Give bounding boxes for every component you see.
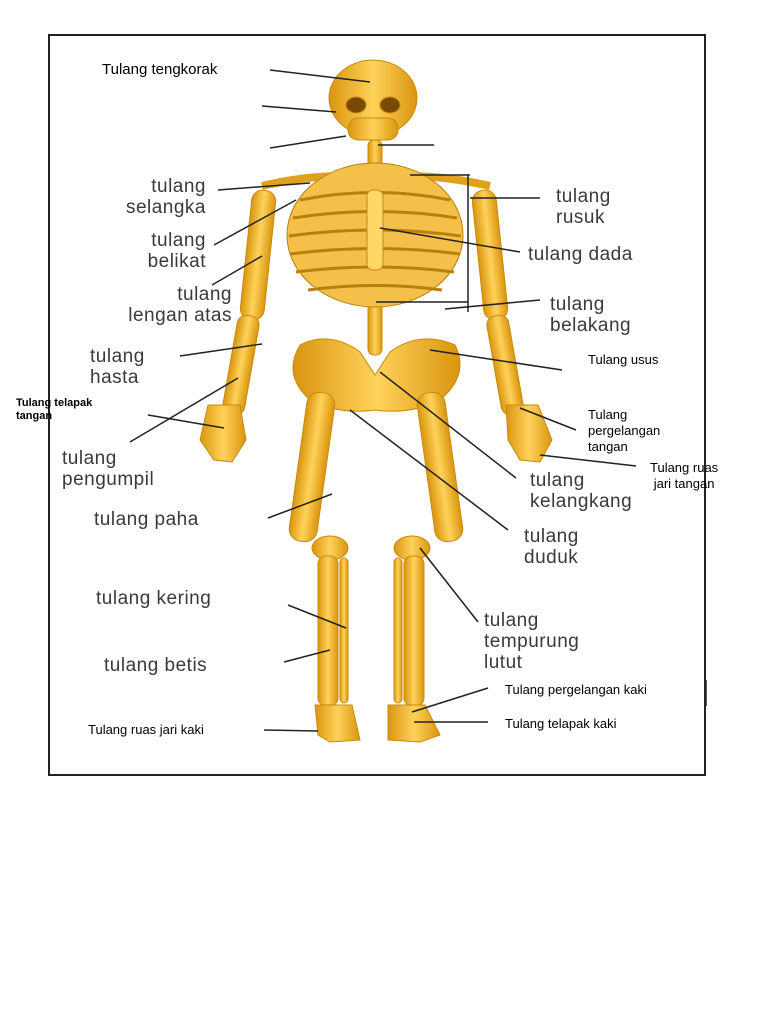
leader-lines [129,69,707,732]
label-pergelangan-kaki: Tulang pergelangan kaki [505,682,647,697]
label-pergelangan-tangan-line3: tangan [588,439,628,454]
label-kelangkang-line2: kelangkang [530,491,633,512]
label-pergelangan-tangan-line2: pergelangan [588,423,661,438]
label-pengumpil: tulang pengumpil [62,448,154,490]
label-lengan-atas: tulang lengan atas [64,284,232,326]
label-selangka-line1: tulang [151,176,206,197]
label-tempurung-lutut-line2: tempurung [484,631,580,652]
label-pengumpil-line2: pengumpil [62,469,155,490]
label-duduk: tulang duduk [524,526,579,568]
label-rusuk: tulang rusuk [556,186,611,228]
label-dada: tulang dada [528,244,633,265]
label-kelangkang-line1: tulang [530,470,585,491]
label-belakang-line2: belakang [550,315,632,336]
forearm-left [222,314,260,416]
hand-left [199,404,247,463]
fibula-right [393,557,403,704]
foot-right [387,704,441,743]
label-telapak-tangan-line2: tangan [16,410,53,422]
label-usus: Tulang usus [588,352,659,367]
label-belakang: tulang belakang [550,294,631,336]
label-tengkorak: Tulang tengkorak [102,61,218,78]
label-ruas-jari-tangan-line2: jari tangan [653,476,715,491]
femur-left [288,391,336,543]
jaw [347,117,399,141]
label-kelangkang: tulang kelangkang [530,470,632,512]
humerus-left [239,189,277,321]
label-paha: tulang paha [94,509,199,530]
label-ruas-jari-tangan-line1: Tulang ruas [650,460,719,475]
label-ruas-jari-kaki: Tulang ruas jari kaki [88,722,204,737]
humerus-right [471,189,509,321]
tibia-left [317,555,339,707]
fibula-left [339,557,349,704]
label-tempurung-lutut-line1: tulang [484,610,539,631]
label-rusuk-line1: tulang [556,186,611,207]
label-hasta: tulang hasta [90,346,145,388]
skeleton-bones [199,59,553,743]
label-duduk-line2: duduk [524,547,579,568]
label-pergelangan-tangan-line1: Tulang [588,407,628,422]
label-selangka-line2: selangka [125,197,206,218]
sternum [366,189,384,271]
label-tempurung-lutut: tulang tempurung lutut [484,610,579,673]
label-selangka: tulang selangka [78,176,206,218]
label-lengan-atas-line1: tulang [177,284,232,305]
label-hasta-line2: hasta [90,367,139,388]
tibia-right [403,555,425,707]
label-pengumpil-line1: tulang [62,448,117,469]
label-lengan-atas-line2: lengan atas [128,305,232,326]
label-hasta-line1: tulang [90,346,145,367]
label-duduk-line1: tulang [524,526,579,547]
femur-right [416,391,464,543]
label-belikat-line1: tulang [151,230,206,251]
label-ruas-jari-tangan: Tulang ruas jari tangan [650,460,718,492]
label-telapak-tangan: Tulang telapak tangan [16,397,92,423]
foot-left [314,704,361,743]
label-betis: tulang betis [104,655,208,676]
label-telapak-tangan-line1: Tulang telapak [16,397,93,409]
label-belikat: tulang belikat [78,230,206,272]
label-telapak-kaki: Tulang telapak kaki [505,716,617,731]
hand-right [505,404,553,463]
label-belakang-line1: tulang [550,294,605,315]
label-pergelangan-tangan: Tulang pergelangan tangan [588,407,660,455]
label-kering: tulang kering [96,588,212,609]
label-tempurung-lutut-line3: lutut [484,652,523,673]
forearm-right [486,314,524,416]
label-belikat-line2: belikat [147,251,206,272]
label-rusuk-line2: rusuk [556,207,605,228]
